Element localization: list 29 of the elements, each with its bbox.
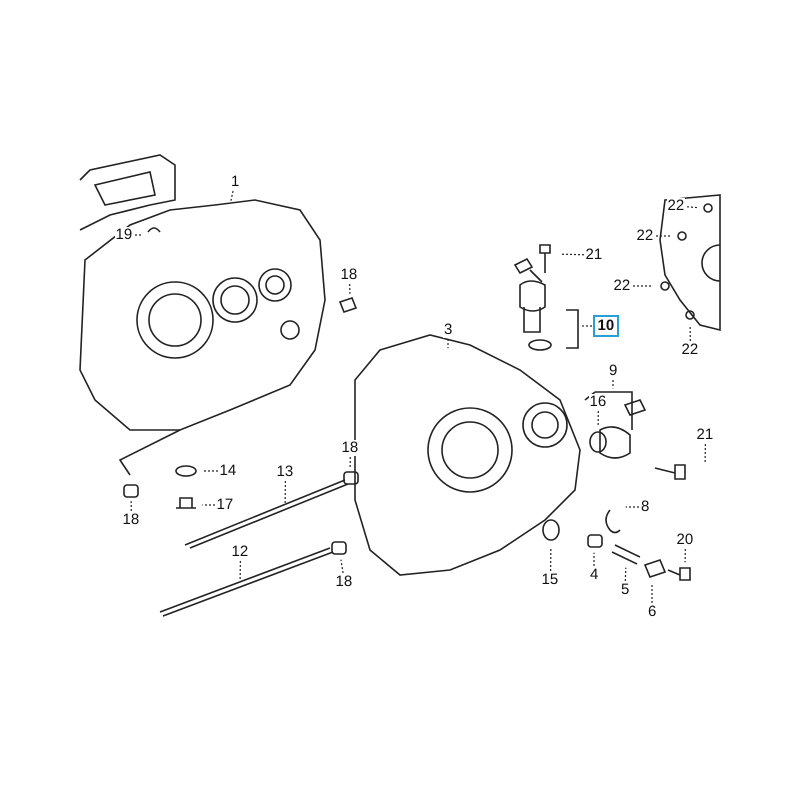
leader-line — [447, 339, 449, 348]
leader-line — [633, 285, 653, 287]
leader-line — [593, 552, 595, 566]
leader-line — [656, 235, 671, 237]
leader-line — [202, 504, 215, 506]
callout-number: 10 — [592, 315, 620, 337]
leader-line — [130, 501, 132, 512]
callout-number: 18 — [340, 440, 360, 456]
leader-line — [349, 284, 350, 294]
leader-line — [550, 547, 552, 571]
leader-line — [560, 254, 584, 256]
leader-line — [284, 481, 286, 505]
leader-line — [340, 560, 344, 574]
leader-line — [612, 380, 614, 388]
leader-line — [350, 456, 351, 468]
leader-line — [690, 326, 691, 342]
leader-line — [135, 234, 143, 236]
leader-line — [626, 506, 639, 508]
leader-line — [684, 548, 686, 562]
leader-line — [240, 561, 241, 581]
leader-line — [230, 190, 234, 201]
leader-line — [704, 444, 706, 463]
leader-line — [651, 585, 653, 603]
leader-line — [582, 325, 592, 327]
leader-line — [203, 470, 218, 472]
leader-line — [598, 410, 599, 426]
leader-line — [624, 568, 626, 582]
leader-line — [686, 206, 698, 208]
callout-number: 3 — [443, 322, 454, 338]
